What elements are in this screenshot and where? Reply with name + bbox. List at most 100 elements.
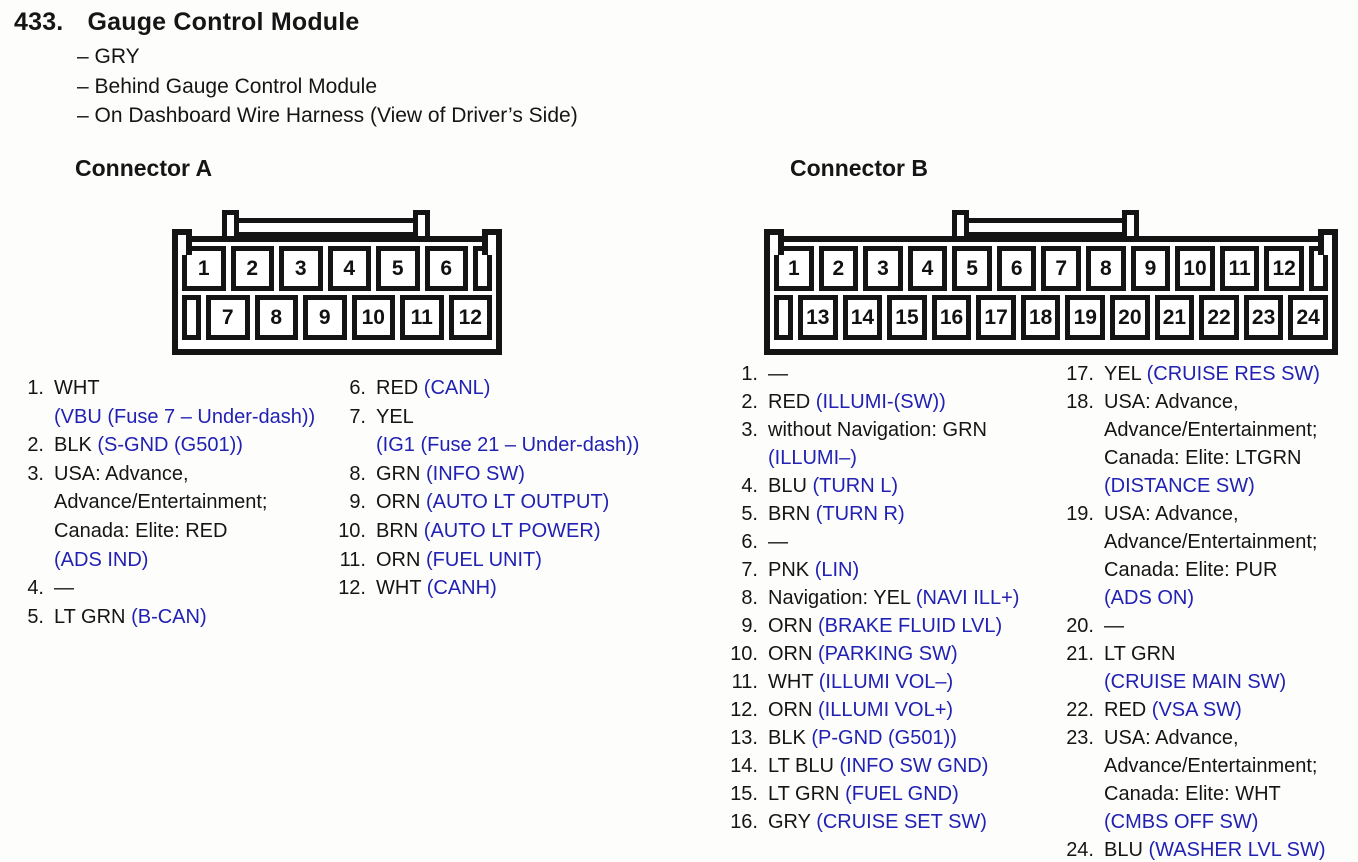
pin-description: PNK (LIN) [768, 556, 1054, 584]
pin-description: RED (VSA SW) [1104, 696, 1358, 724]
signal-name: (VSA SW) [1151, 699, 1242, 721]
pin-description-line: WHT (CANH) [376, 574, 660, 603]
pin-entry-23: 23.USA: Advance,Advance/Entertainment;Ca… [1058, 724, 1358, 836]
note-wire-color: – GRY [77, 45, 140, 68]
lock-tab-prong-right [413, 210, 430, 244]
pin-description-line: Advance/Entertainment; [54, 488, 330, 517]
connector-a-pin-list-col1: 1.WHT(VBU (Fuse 7 – Under-dash))2.BLK (S… [8, 374, 330, 631]
pin-cavity-4: 4 [327, 246, 371, 291]
pin-description-line: LT BLU (INFO SW GND) [768, 752, 1054, 780]
pin-cavity-23: 23 [1243, 295, 1284, 340]
signal-name: (CRUISE SET SW) [816, 811, 987, 833]
pin-description: RED (CANL) [376, 374, 660, 403]
wire-color-text: YEL [1104, 363, 1147, 385]
page-heading: 433. Gauge Control Module [14, 8, 360, 37]
wire-color-text: Canada: Elite: LTGRN [1104, 447, 1302, 469]
corner-notch-left [172, 229, 192, 255]
pin-description-line: Navigation: YEL (NAVI ILL+) [768, 584, 1054, 612]
pin-description-line: LT GRN [1104, 640, 1358, 668]
signal-name: (CANL) [423, 377, 491, 399]
pin-description: LT GRN (CRUISE MAIN SW) [1104, 640, 1358, 696]
pin-description: BLU (WASHER LVL SW) [1104, 836, 1358, 862]
pin-entry-22: 22.RED (VSA SW) [1058, 696, 1358, 724]
pin-cavity-13: 13 [798, 295, 838, 340]
pin-description-line: without Navigation: GRN [768, 416, 1054, 444]
pin-entry-3: 3.without Navigation: GRN(ILLUMI–) [722, 416, 1054, 472]
wire-color-text: Canada: Elite: WHT [1104, 783, 1281, 805]
wire-color-text: LT GRN [768, 783, 846, 805]
pin-cavity-9: 9 [303, 295, 347, 340]
signal-name: (VBU (Fuse 7 – Under-dash)) [54, 405, 316, 428]
pin-cavity-4: 4 [907, 246, 948, 291]
pin-entry-14: 14.LT BLU (INFO SW GND) [722, 752, 1054, 780]
wire-color-text: RED [1104, 699, 1152, 721]
pin-description-line: Advance/Entertainment; [1104, 752, 1358, 780]
signal-name: (FUEL GND) [845, 783, 959, 805]
signal-name: (P-GND (G501)) [811, 727, 957, 749]
pin-cavity-16: 16 [931, 295, 972, 340]
pin-description-line: — [54, 574, 330, 603]
pin-cavity-14: 14 [842, 295, 883, 340]
pin-number: 13. [730, 727, 758, 749]
blank-cavity [774, 295, 793, 340]
pin-cavity-21: 21 [1154, 295, 1195, 340]
pin-description: ORN (AUTO LT OUTPUT) [376, 488, 660, 517]
signal-name: (LIN) [814, 559, 860, 581]
pin-description-line: (VBU (Fuse 7 – Under-dash)) [54, 403, 330, 432]
pin-number: 10. [730, 643, 758, 665]
pin-entry-5: 5.BRN (TURN R) [722, 500, 1054, 528]
pin-description: LT GRN (FUEL GND) [768, 780, 1054, 808]
pin-description-line: ORN (PARKING SW) [768, 640, 1054, 668]
signal-name: (S-GND (G501)) [97, 434, 243, 457]
pin-number: 7. [741, 559, 758, 581]
corner-notch-right [1318, 229, 1338, 255]
signal-name: (TURN R) [815, 503, 905, 525]
signal-name: (CRUISE RES SW) [1146, 363, 1320, 385]
pin-entry-5: 5.LT GRN (B-CAN) [8, 603, 330, 632]
pin-description-line: RED (ILLUMI-(SW)) [768, 388, 1054, 416]
pin-description: — [768, 360, 1054, 388]
pin-number: 1. [741, 363, 758, 385]
pin-cavity-6: 6 [996, 246, 1037, 291]
pin-entry-19: 19.USA: Advance,Advance/Entertainment;Ca… [1058, 500, 1358, 612]
signal-name: (CRUISE MAIN SW) [1104, 671, 1287, 693]
connector-a-pin-list-col2: 6.RED (CANL)7.YEL(IG1 (Fuse 21 – Under-d… [330, 374, 660, 603]
wire-color-text: YEL [376, 405, 414, 428]
pin-entry-11: 11.ORN (FUEL UNIT) [330, 546, 660, 575]
pin-description: USA: Advance,Advance/Entertainment;Canad… [1104, 388, 1358, 500]
pin-description: BRN (AUTO LT POWER) [376, 517, 660, 546]
pin-cavity-10: 10 [1175, 246, 1215, 291]
pin-entry-20: 20.— [1058, 612, 1358, 640]
pin-entry-8: 8.Navigation: YEL (NAVI ILL+) [722, 584, 1054, 612]
note-location: – Behind Gauge Control Module [77, 74, 378, 98]
pin-description-line: — [1104, 612, 1358, 640]
pin-description-line: Canada: Elite: LTGRN [1104, 444, 1358, 472]
pin-number: 12. [338, 577, 366, 600]
pin-cavity-17: 17 [976, 295, 1016, 340]
signal-name: (AUTO LT OUTPUT) [426, 491, 610, 514]
signal-name: (ILLUMI-(SW)) [815, 391, 946, 413]
signal-name: (ILLUMI–) [768, 447, 857, 469]
pin-cavity-22: 22 [1199, 295, 1239, 340]
wire-color-text: BLK [54, 434, 98, 457]
signal-name: (CMBS OFF SW) [1104, 811, 1259, 833]
signal-name: (INFO SW GND) [839, 755, 989, 777]
blank-cavity [182, 295, 201, 340]
wire-color-text: GRY [768, 811, 817, 833]
pin-description: WHT (ILLUMI VOL–) [768, 668, 1054, 696]
pin-description: BLK (P-GND (G501)) [768, 724, 1054, 752]
pin-description-line: LT GRN (FUEL GND) [768, 780, 1054, 808]
pin-cavity-2: 2 [230, 246, 274, 291]
pin-description-line: BLK (P-GND (G501)) [768, 724, 1054, 752]
wire-color-text: RED [768, 391, 816, 413]
pin-number: 18. [1066, 391, 1094, 413]
pin-entry-3: 3.USA: Advance,Advance/Entertainment;Can… [8, 460, 330, 574]
wire-color-text: USA: Advance, [1104, 391, 1239, 413]
pin-description-line: BRN (TURN R) [768, 500, 1054, 528]
pin-cavity-2: 2 [818, 246, 859, 291]
wire-color-text: WHT [768, 671, 819, 693]
pin-description: YEL(IG1 (Fuse 21 – Under-dash)) [376, 403, 660, 460]
